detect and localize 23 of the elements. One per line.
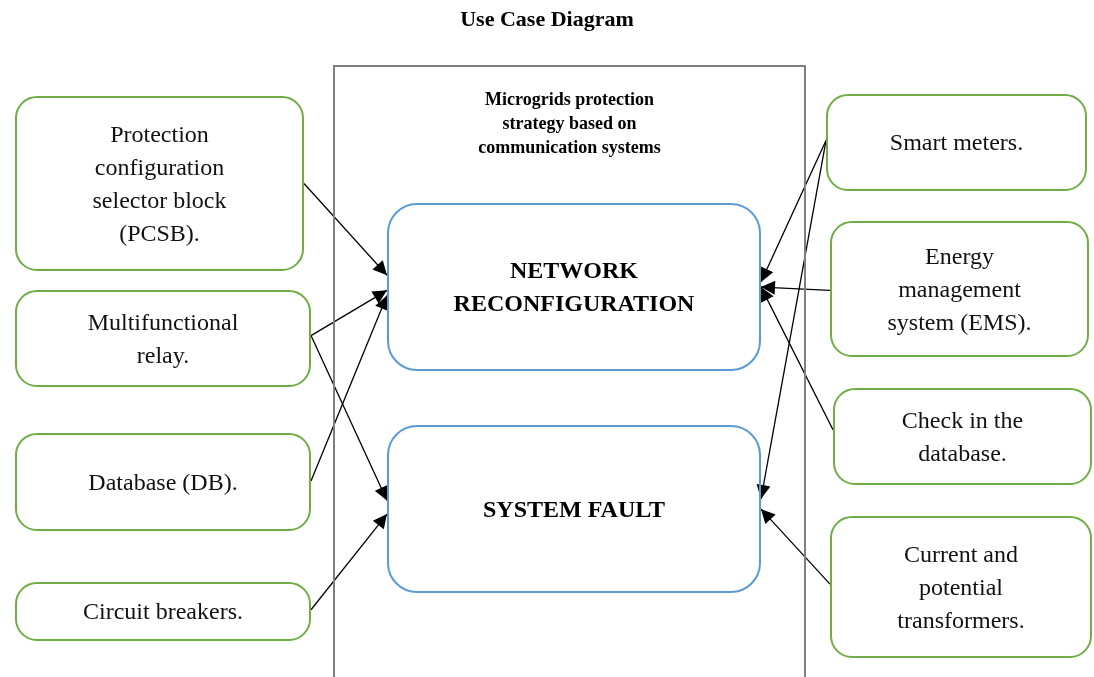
use-case-box: SYSTEM FAULT [387,425,761,593]
actor-box: Circuit breakers. [15,582,311,641]
actor-box: Multifunctional relay. [15,290,311,387]
arrow [760,280,831,295]
boundary-title: Microgrids protection strategy based on communication systems [477,88,662,159]
actor-box: Database (DB). [15,433,311,531]
system-boundary-box [333,65,806,677]
arrow [760,139,827,283]
arrow [310,334,388,502]
arrow [310,289,388,337]
diagram-title: Use Case Diagram [459,6,635,32]
arrow [310,513,388,611]
actor-box: Smart meters. [826,94,1087,191]
actor-box: Current and potential transformers. [830,516,1092,658]
use-case-box: NETWORK RECONFIGURATION [387,203,761,371]
arrow [760,286,834,431]
actor-box: Check in the database. [833,388,1092,485]
arrow [310,294,389,482]
actor-box: Energy management system (EMS). [830,221,1089,357]
arrow [760,508,831,585]
arrow [303,182,388,276]
actor-box: Protection configuration selector block (PCSB). [15,96,304,271]
arrow [756,139,827,500]
